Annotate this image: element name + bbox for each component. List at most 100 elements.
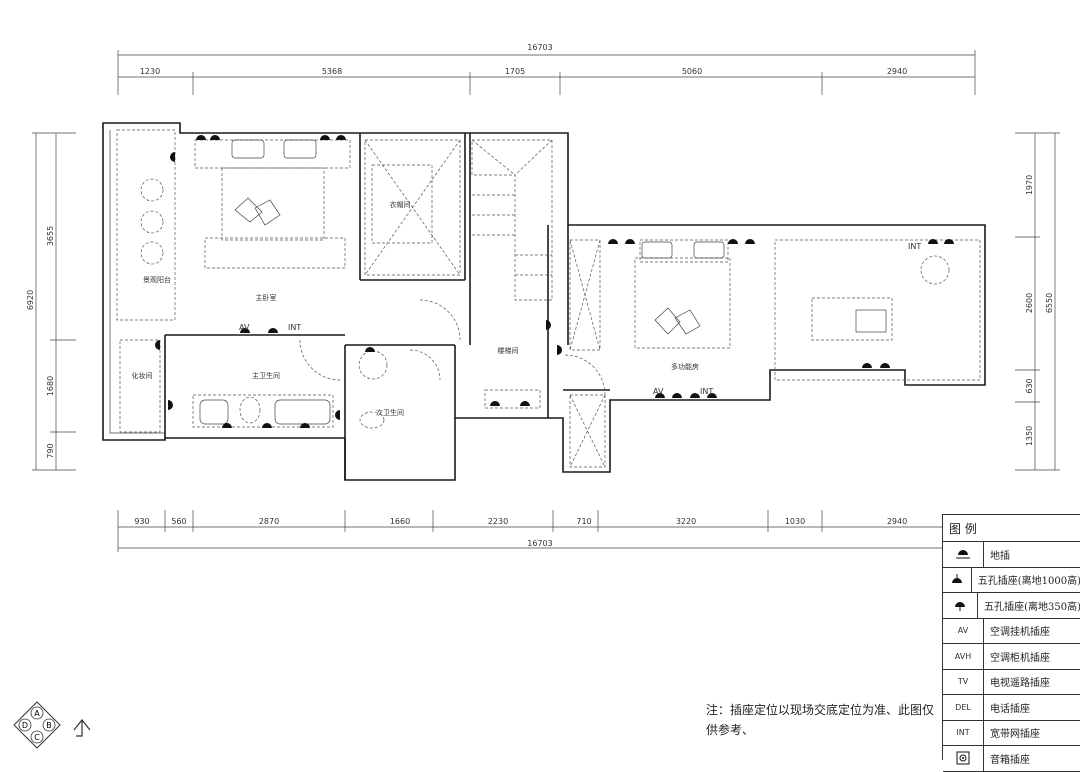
- legend-label: 宽带网插座: [990, 729, 1040, 741]
- floor-socket-icon: [943, 542, 984, 567]
- int-marker: INT: [700, 387, 713, 396]
- top-total-label: 16703: [527, 43, 552, 52]
- right-dimension: 1970 2600 630 1350 6550: [1015, 132, 1060, 471]
- compass-letter: C: [34, 733, 40, 742]
- socket-icon: [168, 400, 173, 410]
- ac-floor-socket-icon: AVH: [943, 644, 984, 669]
- legend-row: AVH 空调柜机插座: [943, 644, 1080, 670]
- socket-1000-icon: [943, 567, 972, 592]
- right-seg-label: 1970: [1025, 175, 1034, 195]
- socket-icon: [240, 328, 250, 333]
- legend-label: 电话插座: [990, 703, 1030, 715]
- socket-icon: [655, 393, 665, 398]
- socket-icon: [336, 135, 346, 140]
- socket-350-icon: [943, 593, 979, 618]
- socket-icon: [690, 393, 700, 398]
- socket-icon: [262, 423, 272, 428]
- outlet-text-markers: AV INT AV INT INT: [239, 242, 921, 396]
- network-socket-icon: INT: [943, 720, 984, 745]
- legend-title: 图 例: [943, 515, 1080, 542]
- legend-label: 空调挂机插座: [990, 627, 1050, 639]
- compass-letter: D: [22, 721, 28, 730]
- top-dimension: 16703 1230 5368 1705 5060 2940: [117, 43, 976, 95]
- top-seg-label: 1230: [140, 67, 160, 76]
- room-label-second-bath: 次卫生间: [376, 408, 404, 417]
- room-label-master-bath: 主卫生间: [252, 371, 280, 380]
- left-total-label: 6920: [26, 290, 35, 310]
- bottom-seg-label: 2940: [887, 517, 907, 526]
- plan-note: 注：插座定位以现场交底定位为准、此图仅供参考、: [706, 703, 935, 737]
- left-dimension: 6920 3655 1680 790: [26, 132, 76, 471]
- room-label-balcony: 景观阳台: [143, 275, 171, 284]
- socket-icon: [707, 393, 717, 398]
- av-marker: AV: [653, 387, 664, 396]
- legend-row: AV 空调挂机插座: [943, 618, 1080, 644]
- legend-label: 电视遥路插座: [990, 678, 1050, 690]
- phone-socket-icon: DEL: [943, 695, 984, 720]
- socket-icon: [490, 401, 500, 406]
- socket-icon: [222, 423, 232, 428]
- legend-row: TV 电视遥路插座: [943, 669, 1080, 695]
- socket-icon: [862, 363, 872, 368]
- furniture-sketch: [199, 139, 887, 425]
- bottom-seg-label: 930: [134, 517, 149, 526]
- bottom-seg-label: 1660: [390, 517, 410, 526]
- legend-row: 五孔插座(离地1000高): [943, 567, 1080, 593]
- speaker-socket-icon: [943, 746, 984, 771]
- right-total-label: 6550: [1045, 293, 1054, 313]
- socket-icon: [928, 239, 938, 244]
- room-label-stairwell: 楼梯间: [498, 346, 519, 355]
- room-label-master-bedroom: 主卧室: [256, 293, 277, 302]
- socket-icon: [196, 135, 206, 140]
- north-arrow-icon: [73, 719, 91, 737]
- bottom-seg-label: 2230: [488, 517, 508, 526]
- socket-icon: [268, 328, 278, 333]
- left-seg-label: 1680: [46, 376, 55, 396]
- room-labels: 主卧室 衣帽间 景观阳台 化妆间 主卫生间 次卫生间 楼梯间 多功能房: [132, 200, 700, 417]
- bottom-seg-label: 710: [576, 517, 591, 526]
- legend-row: 五孔插座(离地350高): [943, 593, 1080, 619]
- legend-label: 五孔插座(离地350高): [984, 601, 1080, 613]
- socket-icon: [520, 401, 530, 406]
- bottom-seg-label: 560: [171, 517, 186, 526]
- av-marker: AV: [239, 323, 250, 332]
- room-label-multi-room: 多功能房: [671, 362, 699, 371]
- socket-icon: [170, 152, 175, 162]
- left-seg-label: 790: [46, 443, 55, 458]
- socket-icon: [300, 423, 310, 428]
- socket-icon: [944, 239, 954, 244]
- socket-icon: [335, 410, 340, 420]
- compass-letter: B: [46, 721, 52, 730]
- socket-icon: [365, 347, 375, 352]
- bottom-total-label: 16703: [527, 539, 552, 548]
- tv-socket-icon: TV: [943, 669, 984, 694]
- walls: [102, 122, 986, 481]
- legend-table: 图 例 地插 五孔插座(离地1000高) 五孔插座(离地350高) AV 空调挂…: [942, 514, 1080, 772]
- top-seg-label: 1705: [505, 67, 525, 76]
- bottom-dimension: 930 560 2870 1660 2230 710 3220 1030 294…: [117, 510, 942, 552]
- ac-wall-socket-icon: AV: [943, 618, 984, 643]
- socket-icon: [608, 239, 618, 244]
- bottom-seg-label: 1030: [785, 517, 805, 526]
- bottom-seg-label: 2870: [259, 517, 279, 526]
- legend-row: INT 宽带网插座: [943, 720, 1080, 746]
- socket-icon: [625, 239, 635, 244]
- top-seg-label: 5368: [322, 67, 342, 76]
- socket-icon: [557, 345, 562, 355]
- legend-row: 地插: [943, 542, 1080, 568]
- socket-markers: [155, 135, 954, 428]
- top-seg-label: 5060: [682, 67, 702, 76]
- right-seg-label: 1350: [1025, 426, 1034, 446]
- interior-dashed: [116, 129, 981, 468]
- socket-icon: [155, 340, 160, 350]
- room-label-dressing: 化妆间: [132, 371, 153, 380]
- right-seg-label: 630: [1025, 378, 1034, 393]
- compass-letter: A: [34, 709, 40, 718]
- socket-icon: [728, 239, 738, 244]
- room-label-closet: 衣帽间: [390, 200, 411, 209]
- legend-label: 音箱插座: [990, 754, 1030, 766]
- socket-icon: [745, 239, 755, 244]
- legend-row: DEL 电话插座: [943, 695, 1080, 721]
- socket-icon: [320, 135, 330, 140]
